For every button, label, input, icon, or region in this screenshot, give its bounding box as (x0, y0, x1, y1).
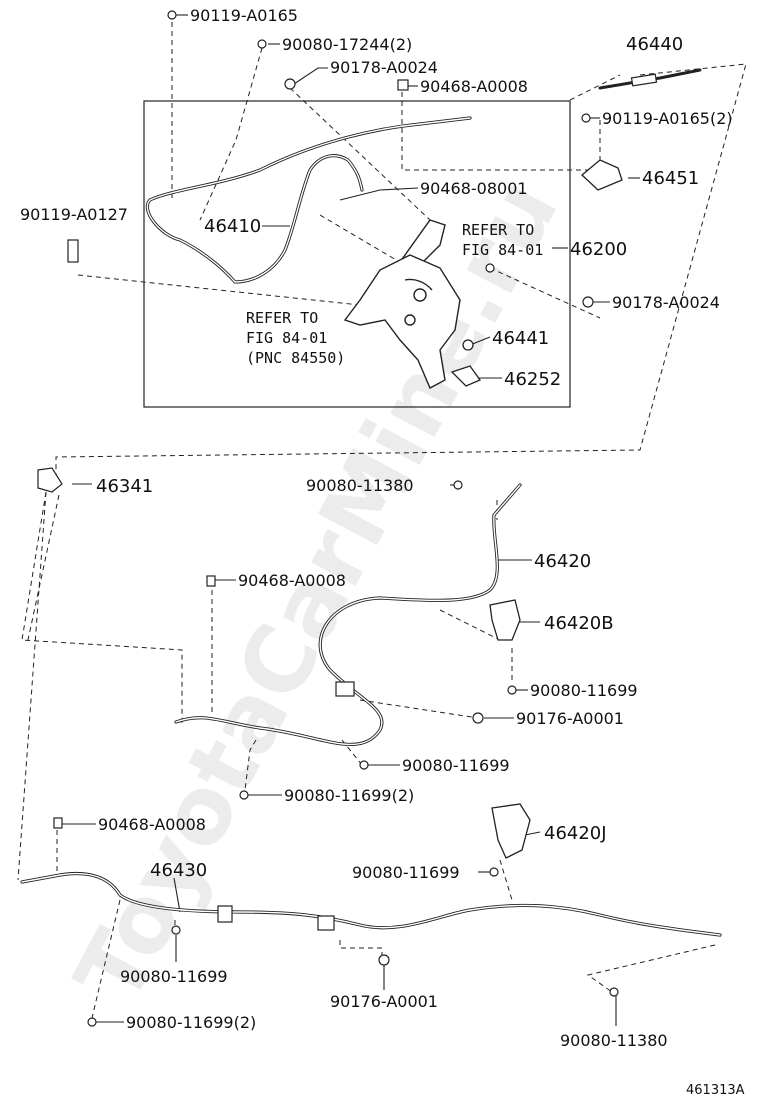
label-46410: 46410 (204, 216, 261, 237)
label-90080-11699-b: 90080-11699 (402, 756, 510, 775)
label-90080-11699-c: 90080-11699 (352, 863, 460, 882)
reference-notes: REFER TO FIG 84-01 REFER TO FIG 84-01 (P… (246, 221, 543, 367)
label-90080-11380-top: 90080-11380 (306, 476, 414, 495)
label-90178-a0024-top: 90178-A0024 (330, 58, 438, 77)
clip-46252 (450, 365, 481, 387)
bracket-46451 (581, 159, 623, 191)
label-90176-a0001-a: 90176-A0001 (516, 709, 624, 728)
note-refer-left-2: FIG 84-01 (246, 329, 327, 347)
figure-id: 461313A (686, 1083, 745, 1098)
part-labels: 90119-A0165 90080-17244(2) 90178-A0024 9… (20, 6, 733, 1050)
label-90468-08001: 90468-08001 (420, 179, 528, 198)
bolts-middle (37, 467, 517, 800)
label-46430: 46430 (150, 860, 207, 881)
label-90080-11699-d: 90080-11699 (120, 967, 228, 986)
label-90080-11699-2-b: 90080-11699(2) (126, 1013, 256, 1032)
note-refer-right-2: FIG 84-01 (462, 241, 543, 259)
parking-lever-46200 (343, 219, 461, 389)
nut-46441 (462, 339, 474, 351)
label-90468-a0008-low: 90468-A0008 (98, 815, 206, 834)
label-46451: 46451 (642, 168, 699, 189)
bolts-upper (67, 10, 594, 308)
leader-lines (17, 22, 747, 1019)
cable-46430-inner (21, 872, 721, 936)
label-90119-a0165: 90119-A0165 (190, 6, 298, 25)
label-46441: 46441 (492, 328, 549, 349)
label-90080-11699-2-a: 90080-11699(2) (284, 786, 414, 805)
label-90080-11380-low: 90080-11380 (560, 1031, 668, 1050)
label-90468-a0008-mid: 90468-A0008 (238, 571, 346, 590)
note-refer-left-3: (PNC 84550) (246, 349, 345, 367)
label-46341: 46341 (96, 476, 153, 497)
note-refer-right-1: REFER TO (462, 221, 534, 239)
label-90119-a0127: 90119-A0127 (20, 205, 128, 224)
lever-assembly-frame (143, 100, 571, 408)
label-46440: 46440 (626, 34, 683, 55)
label-90080-11699-a: 90080-11699 (530, 681, 638, 700)
label-46252: 46252 (504, 369, 561, 390)
note-refer-left-1: REFER TO (246, 309, 318, 327)
cable-46410-inner (146, 117, 471, 283)
label-90178-a0024-right: 90178-A0024 (612, 293, 720, 312)
bracket-46420j (491, 803, 531, 859)
label-46420b: 46420B (544, 613, 614, 634)
cable-46420-inner (175, 484, 521, 746)
label-90119-a0165-2: 90119-A0165(2) (602, 109, 733, 128)
label-90176-a0001-b: 90176-A0001 (330, 992, 438, 1011)
cable-46440 (598, 68, 702, 90)
label-90080-17244-2: 90080-17244(2) (282, 35, 412, 54)
label-46420: 46420 (534, 551, 591, 572)
label-90468-a0008-top: 90468-A0008 (420, 77, 528, 96)
label-46200: 46200 (570, 239, 627, 260)
watermark: ToyotaCarMine.ru (55, 162, 579, 1020)
bolts-lower (53, 817, 619, 1027)
label-46420j: 46420J (544, 823, 607, 844)
bracket-46420b (489, 599, 521, 641)
